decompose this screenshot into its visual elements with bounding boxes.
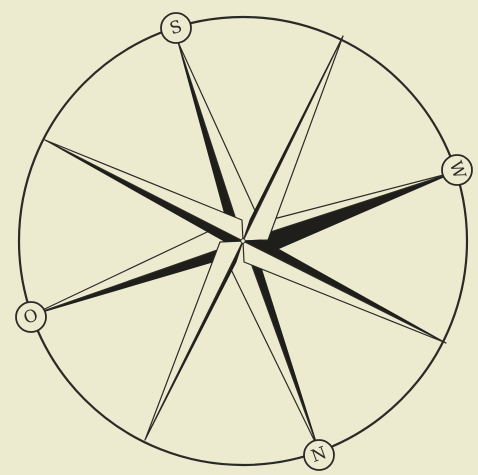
badge-top: S bbox=[161, 13, 191, 43]
badge-bottom: N bbox=[304, 440, 334, 470]
badge-left: O bbox=[16, 302, 46, 332]
badge-right: W bbox=[442, 155, 472, 185]
star-rays bbox=[32, 36, 455, 448]
center-dot bbox=[241, 239, 245, 243]
